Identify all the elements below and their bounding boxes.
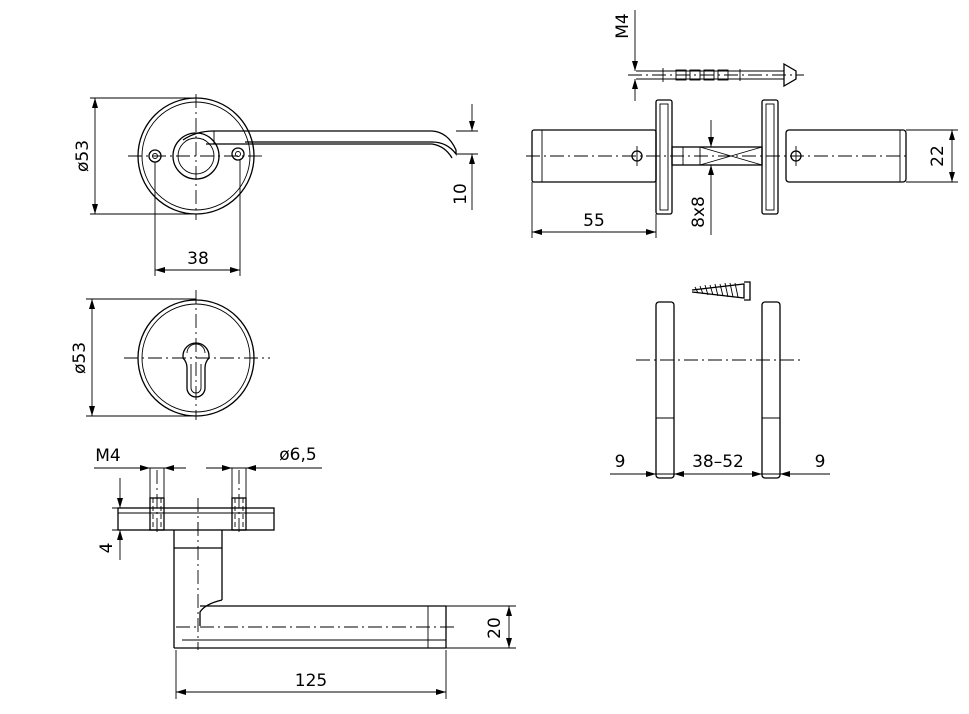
rose-diameter-label-top: ø53 <box>73 140 93 172</box>
screw-spacing-label: 38 <box>187 249 209 269</box>
lever-height-label: 20 <box>485 617 505 639</box>
hole-diameter-label: ø6,5 <box>279 445 316 465</box>
lever-side-view: M4 ø6,5 4 20 125 <box>94 445 516 699</box>
lever-offset-label: 10 <box>451 183 471 205</box>
rose-diameter-label-escutcheon: ø53 <box>70 342 90 374</box>
rose-height-label: 4 <box>97 543 117 554</box>
door-thickness-label: 38–52 <box>692 452 744 472</box>
door-thickness-view: 9 38–52 9 <box>610 281 830 479</box>
rose-thickness-right-label: 9 <box>815 452 826 472</box>
escutcheon-view: ø53 <box>70 290 270 420</box>
screw-thread-label-bottom: M4 <box>95 446 120 466</box>
lever-length-label: 125 <box>295 671 327 691</box>
screw-thread-label-top: M4 <box>613 13 633 38</box>
rose-thickness-left-label: 9 <box>615 452 626 472</box>
neck-length-label: 55 <box>583 211 605 231</box>
assembly-top-view: M4 55 8x8 <box>526 10 958 238</box>
lever-front-view: ø53 10 38 <box>73 94 478 276</box>
lever-diameter-label: 22 <box>928 145 948 167</box>
spindle-label: 8x8 <box>689 196 709 228</box>
